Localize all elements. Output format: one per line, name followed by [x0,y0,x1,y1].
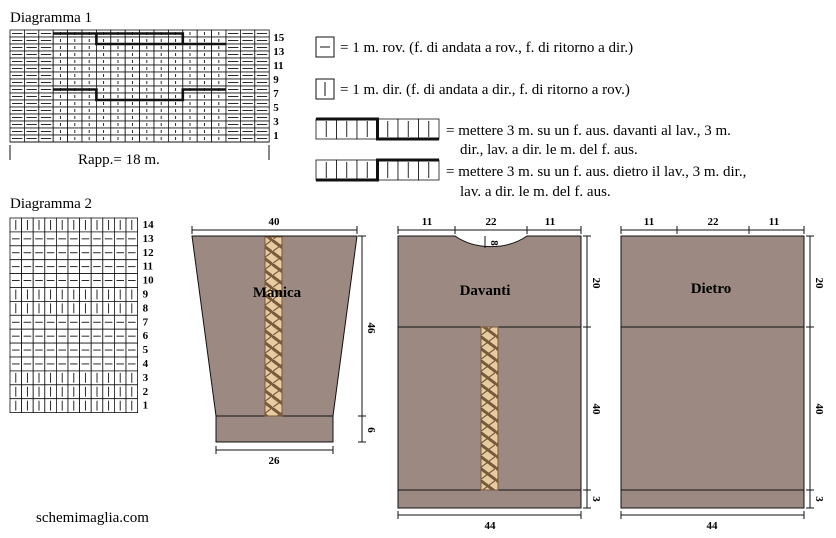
legend-cable-back-text-2: lav. a dir. le m. del f. aus. [460,184,611,200]
diagram2-row-number: 3 [143,372,149,384]
sleeve-cuff [215,415,334,443]
diagram2-row-number: 9 [143,289,149,301]
diagram1-row-number: 1 [273,130,279,142]
back-shoulder-left: 11 [644,216,654,228]
diagram2-row-number: 10 [143,275,155,287]
front-yoke-height: 20 [590,278,602,290]
legend-cable-front-text-2: dir., lav. a dir. le m. del f. aus. [460,142,638,158]
back-schematic: Dietro 11 22 11 20 40 3 44 [620,216,825,532]
back-shoulder-right: 11 [769,216,779,228]
back-label: Dietro [691,281,732,297]
legend-purl-symbol [315,36,335,58]
front-shoulder-left: 11 [422,216,432,228]
front-schematic: Davanti 11 22 11 8 20 40 3 44 [397,216,602,532]
diagram2-row-number: 6 [143,330,149,342]
legend-knit-text: = 1 m. dir. (f. di andata a dir., f. di … [340,82,630,98]
front-neck-width: 22 [486,216,498,228]
diagram1-grid [9,29,270,143]
front-shoulder-right: 11 [545,216,555,228]
diagram1-row-number: 15 [273,32,285,44]
sleeve-length: 46 [365,323,377,335]
diagram2-row-number: 13 [143,233,155,245]
diagram1-row-number: 3 [273,116,279,128]
sleeve-cuff-height: 6 [365,427,377,433]
sleeve-schematic: Manica 40 46 6 26 [191,216,377,467]
sleeve-cable-panel [264,236,283,417]
sleeve-label: Manica [253,285,302,301]
diagram2-row-number: 1 [143,400,149,412]
diagram1-row-number: 9 [273,74,279,86]
diagram1-title: Diagramma 1 [10,10,92,26]
front-width: 44 [485,520,497,532]
diagram1-row-number: 5 [273,102,279,114]
back-rib-height: 3 [813,496,825,502]
diagram2-row-number: 12 [143,247,155,259]
front-neck-depth: 8 [488,240,500,246]
diagram2-row-number: 14 [143,219,155,231]
legend-cable-back-symbol [315,158,440,182]
diagram2-row-number: 4 [143,358,149,370]
diagram1-row-number: 7 [273,88,279,100]
diagram1-repeat-label: Rapp.= 18 m. [78,152,160,168]
front-cable-panel [480,326,499,491]
diagram1-row-number: 13 [273,46,285,58]
front-rib-height: 3 [590,496,602,502]
diagram2-row-number: 7 [143,316,149,328]
diagram2-grid [9,217,139,414]
diagram1-repeat-bracket [9,145,270,160]
diagram1-row-numbers: 15 13 11 9 7 5 3 1 [273,32,285,142]
diagram2-row-number: 5 [143,344,149,356]
back-neck-width: 22 [708,216,720,228]
diagram2-row-number: 2 [143,386,149,398]
front-label: Davanti [460,283,511,299]
back-yoke-height: 20 [813,278,825,290]
site-watermark: schemimaglia.com [36,510,149,526]
diagram2-row-number: 8 [143,302,149,314]
diagram1-row-number: 11 [273,60,283,72]
back-body-height: 40 [813,404,825,416]
sleeve-top-width: 40 [269,216,281,228]
diagram2-row-numbers: 14 13 12 11 10 98 7 6 5 4 3 2 1 [143,219,155,412]
sleeve-bottom-width: 26 [269,455,281,467]
legend-purl-text: = 1 m. rov. (f. di andata a rov., f. di … [340,40,633,56]
back-width: 44 [707,520,719,532]
legend-cable-front-symbol [315,117,440,141]
diagram2-title: Diagramma 2 [10,196,92,212]
legend-cable-front-text-1: = mettere 3 m. su un f. aus. davanti al … [446,123,731,139]
legend-knit-symbol [315,78,335,100]
legend-cable-back-text-1: = mettere 3 m. su un f. aus. dietro il l… [446,164,746,180]
back-body [620,235,805,509]
legend: = 1 m. rov. (f. di andata a rov., f. di … [315,36,746,200]
diagram2-row-number: 11 [143,261,153,273]
front-body-height: 40 [590,404,602,416]
